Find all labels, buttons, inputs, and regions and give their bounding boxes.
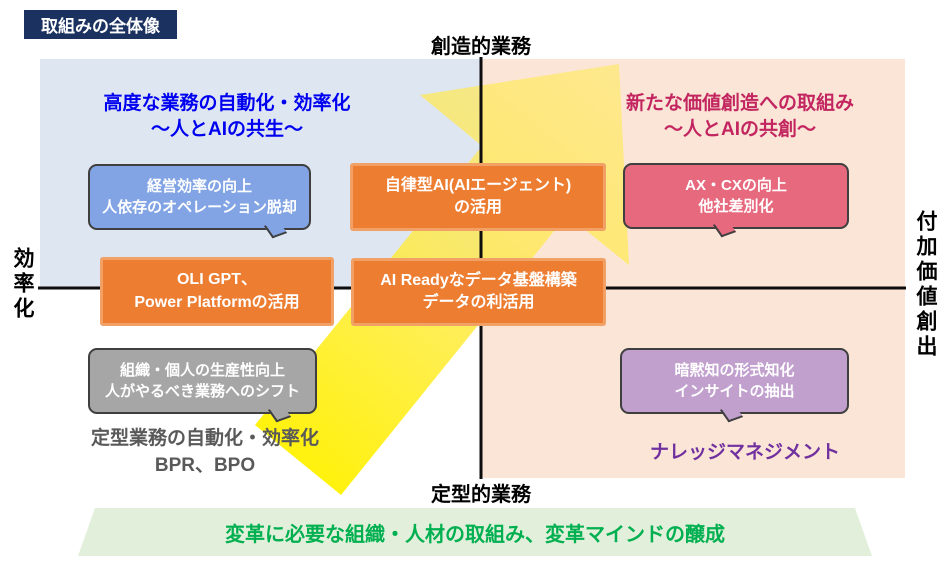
box-text-line: 人依存のオペレーション脱却 [102,199,297,216]
box-tacit-knowledge: 暗黙知の形式知化 インサイトの抽出 [620,348,849,423]
box-text-line: 他社差別化 [698,198,774,215]
quadrant-title-top-right: 新たな価値創造への取組み 〜人とAIの共創〜 [553,91,927,143]
box-management-efficiency: 経営効率の向上 人依存のオペレーション脱却 [88,164,311,239]
box-text-line: 組織・個人の生産性向上 [119,362,285,379]
box-productivity: 組織・個人の生産性向上 人がやるべき業務へのシフト [88,348,317,423]
axis-label-top: 創造的業務 [431,36,531,58]
footer-bar-label: 変革に必要な組織・人材の取組み、変革マインドの醸成 [225,523,725,546]
box-text-line: AI Readyなデータ基盤構築 [380,271,577,289]
axis-label-left: 効率化 [11,247,34,322]
box-text-line: 経営効率の向上 [146,178,252,195]
caption-line: 定型業務の自動化・効率化 [90,428,319,449]
box-ai-ready-data: AI Readyなデータ基盤構築 データの利活用 [351,258,606,326]
caption-knowledge-management: ナレッジマネジメント [649,442,840,463]
box-autonomous-ai: 自律型AI(AIエージェント) の活用 [350,163,606,231]
box-text-line: 暗黙知の形式知化 [674,362,795,379]
footer-transformation-bar: 変革に必要な組織・人材の取組み、変革マインドの醸成 [78,508,872,556]
box-text-line: OLI GPT、 [176,271,257,289]
axis-label-bottom: 定型的業務 [431,484,531,506]
caption-line: BPR、BPO [154,455,256,476]
box-text-line: AX・CXの向上 [685,177,787,194]
caption-routine-automation: 定型業務の自動化・効率化 BPR、BPO [70,425,340,479]
box-text-line: 人がやるべき業務へのシフト [104,383,300,400]
box-text-line: Power Platformの活用 [134,293,300,311]
box-text-line: 自律型AI(AIエージェント) [384,176,572,194]
quadrant-title-line: 高度な業務の自動化・効率化 [103,93,351,114]
box-ax-cx: AX・CXの向上 他社差別化 [623,163,849,238]
axis-label-right: 付加価値創出 [914,210,937,360]
title-badge: 取組みの全体像 [24,10,177,39]
quadrant-title-line: 〜人とAIの共生〜 [150,119,303,140]
box-text-line: の活用 [453,199,502,216]
callout-tail [267,404,292,423]
quadrant-title-top-left: 高度な業務の自動化・効率化 〜人とAIの共生〜 [52,91,402,143]
quadrant-title-line: 〜人とAIの共創〜 [663,119,816,140]
box-text-line: インサイトの抽出 [674,383,795,400]
box-text-line: データの利活用 [422,294,535,311]
quadrant-title-line: 新たな価値創造への取組み [625,93,854,114]
box-oli-gpt: OLI GPT、 Power Platformの活用 [100,257,334,326]
